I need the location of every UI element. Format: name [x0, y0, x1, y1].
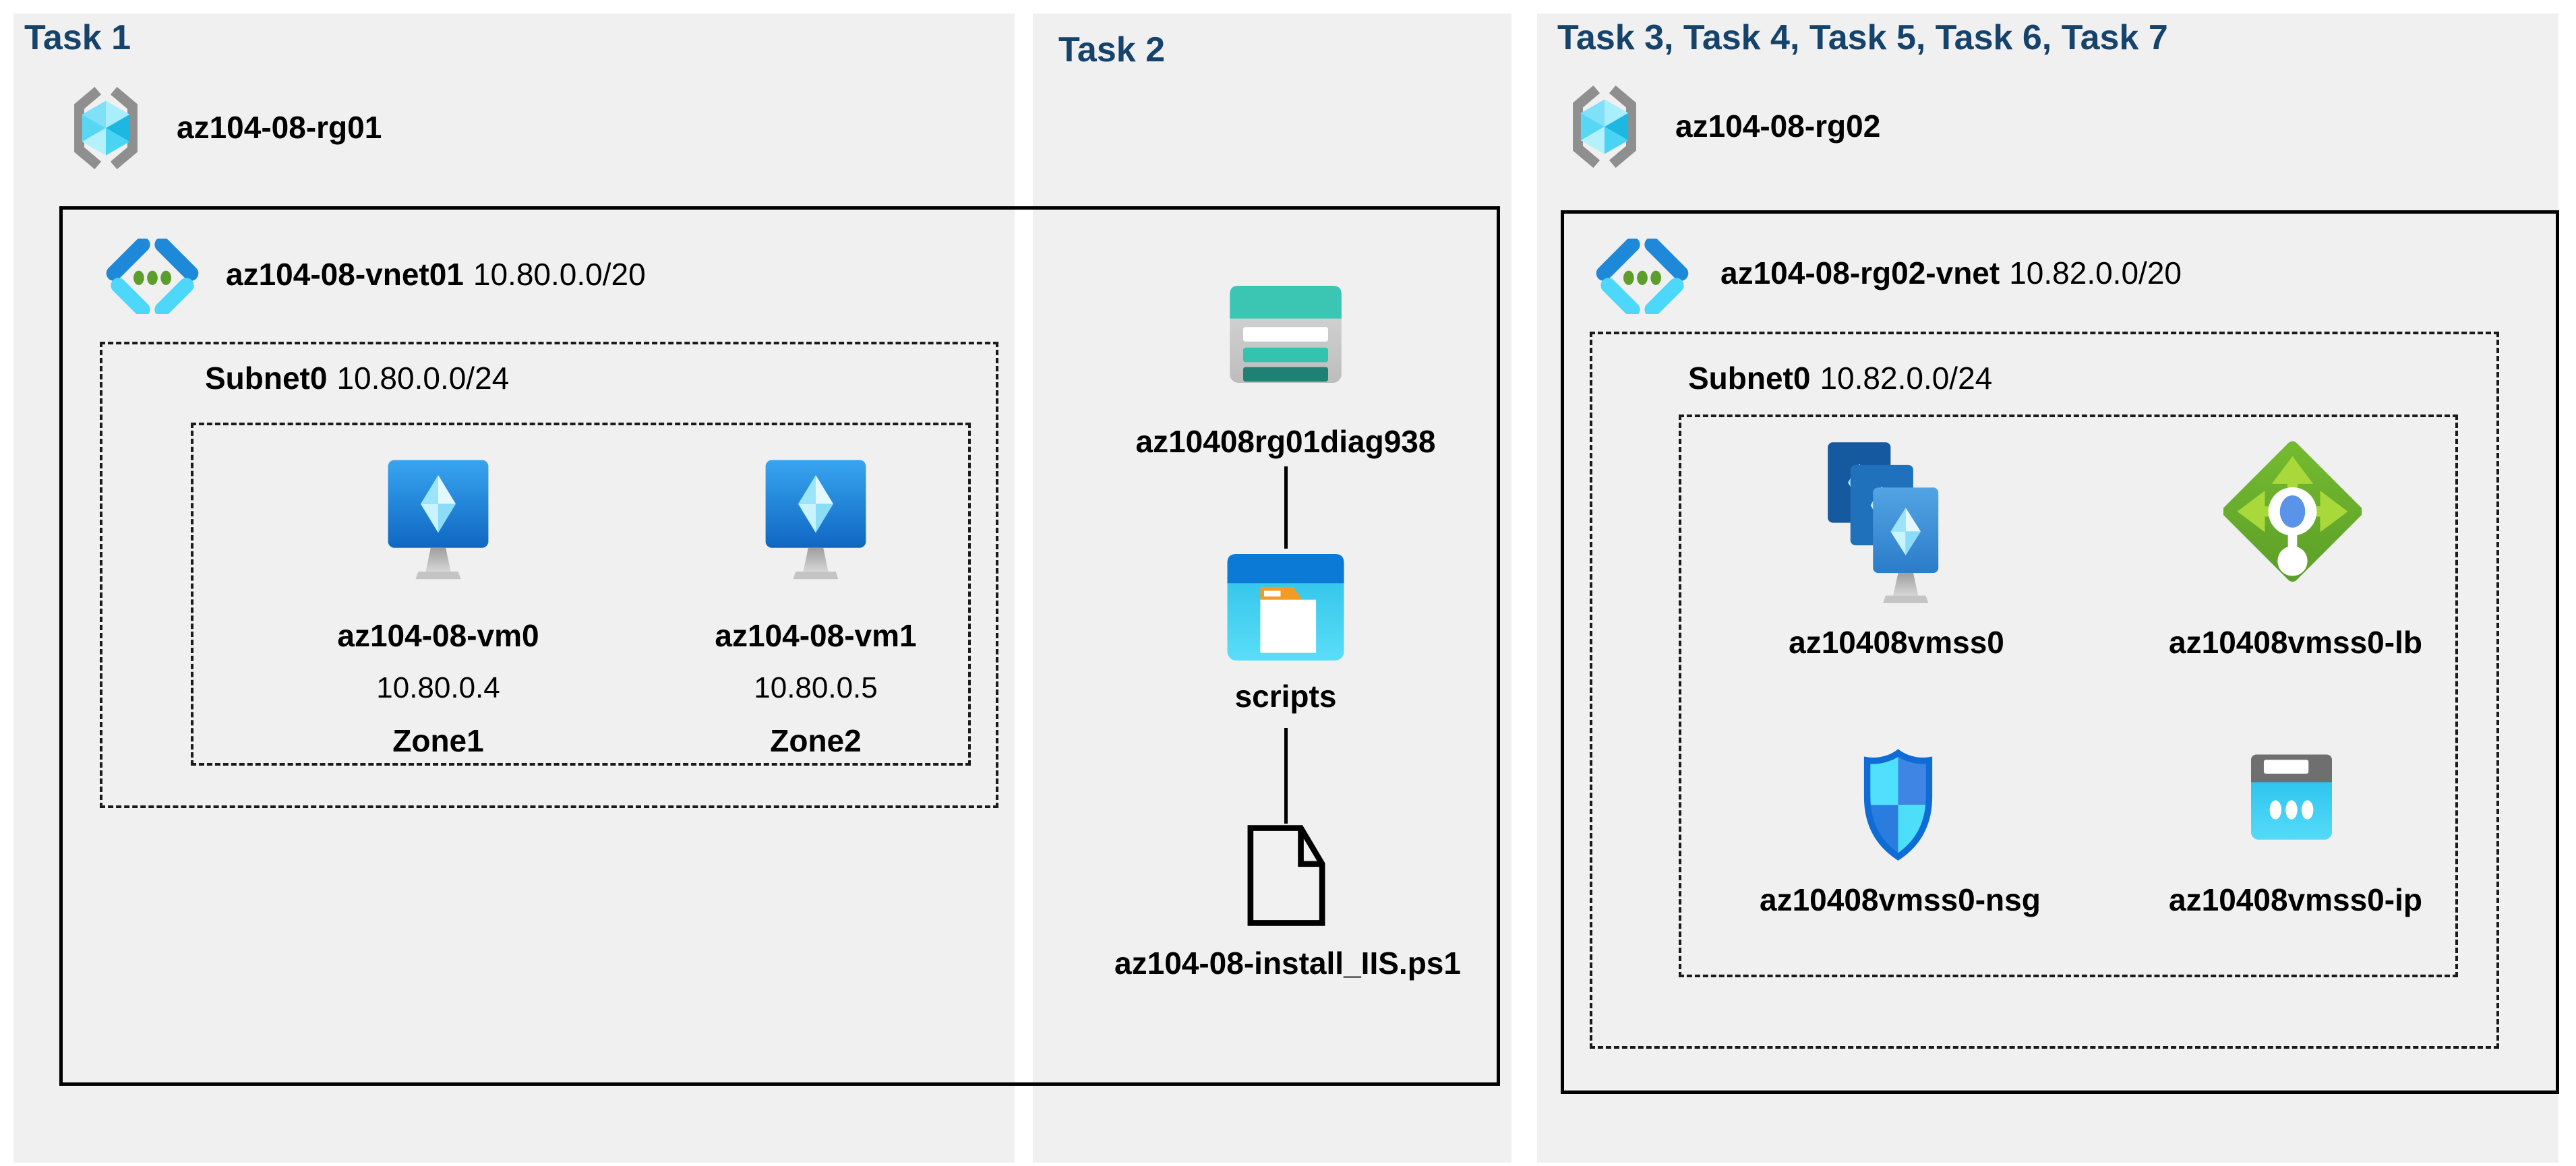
resource-name: az10408vmss0-nsg — [1760, 882, 2041, 917]
vm-name: az104-08-vm0 — [337, 618, 539, 653]
task3-panel — [1537, 13, 2558, 1163]
script-file-name: az104-08-install_IIS.ps1 — [1114, 946, 1461, 981]
public-ip-icon — [2251, 754, 2332, 840]
vm-zone: Zone2 — [770, 723, 862, 758]
vnet-label: az104-08-rg02-vnet 10.82.0.0/20 — [1720, 255, 2182, 291]
resource-group-icon — [74, 86, 138, 170]
vm-group-box — [191, 423, 971, 766]
task1-header: Task 1 — [24, 18, 131, 57]
subnet-name: Subnet0 — [1688, 361, 1811, 396]
vnet-label: az104-08-vnet01 10.80.0.0/20 — [226, 256, 646, 293]
resource-name: az10408vmss0-lb — [2169, 625, 2422, 660]
vnet-name: az104-08-vnet01 — [226, 257, 464, 292]
subnet2-box — [1590, 332, 2499, 1049]
resource-name: az10408vmss0-ip — [2169, 882, 2422, 917]
resource-group-name: az104-08-rg01 — [177, 110, 382, 145]
connector-line — [1284, 466, 1288, 549]
subnet-name: Subnet0 — [205, 361, 328, 396]
vmss-group-box — [1679, 415, 2458, 977]
load-balancer-icon — [2223, 441, 2362, 582]
vnet1-boundary-box — [59, 206, 1500, 1086]
virtual-network-icon — [1596, 239, 1689, 314]
vm-name: az104-08-vm1 — [715, 618, 917, 653]
vnet-name: az104-08-rg02-vnet — [1720, 255, 2000, 290]
subnet-label: Subnet0 10.82.0.0/24 — [1688, 360, 1992, 396]
vnet-cidr: 10.80.0.0/20 — [473, 257, 646, 292]
connector-line — [1284, 728, 1288, 824]
task2-header: Task 2 — [1058, 30, 1166, 69]
resource-name: az10408vmss0 — [1789, 625, 2004, 660]
storage-account-icon — [1230, 286, 1342, 383]
subnet-cidr: 10.80.0.0/24 — [336, 361, 510, 396]
task1-panel — [13, 13, 1015, 1163]
subnet1-box — [100, 342, 998, 808]
vnet-cidr: 10.82.0.0/20 — [2009, 255, 2182, 290]
resource-group-name: az104-08-rg02 — [1675, 109, 1881, 144]
container-name: scripts — [1234, 679, 1337, 714]
vm-ip: 10.80.0.5 — [754, 671, 878, 704]
vm-scale-set-icon — [1828, 442, 1939, 603]
virtual-network-icon — [106, 239, 199, 314]
vm-ip: 10.80.0.4 — [376, 671, 500, 704]
file-icon — [1247, 825, 1325, 926]
vnet2-boundary-box — [1561, 210, 2559, 1094]
network-security-group-icon — [1863, 749, 1933, 861]
virtual-machine-icon — [765, 460, 866, 580]
vm-zone: Zone1 — [392, 723, 484, 758]
virtual-machine-icon — [388, 460, 489, 580]
blob-container-icon — [1227, 554, 1344, 661]
resource-group-icon — [1573, 85, 1636, 168]
subnet-cidr: 10.82.0.0/24 — [1820, 361, 1993, 396]
task3-header: Task 3, Task 4, Task 5, Task 6, Task 7 — [1557, 18, 2168, 57]
storage-account-name: az10408rg01diag938 — [1135, 424, 1436, 459]
